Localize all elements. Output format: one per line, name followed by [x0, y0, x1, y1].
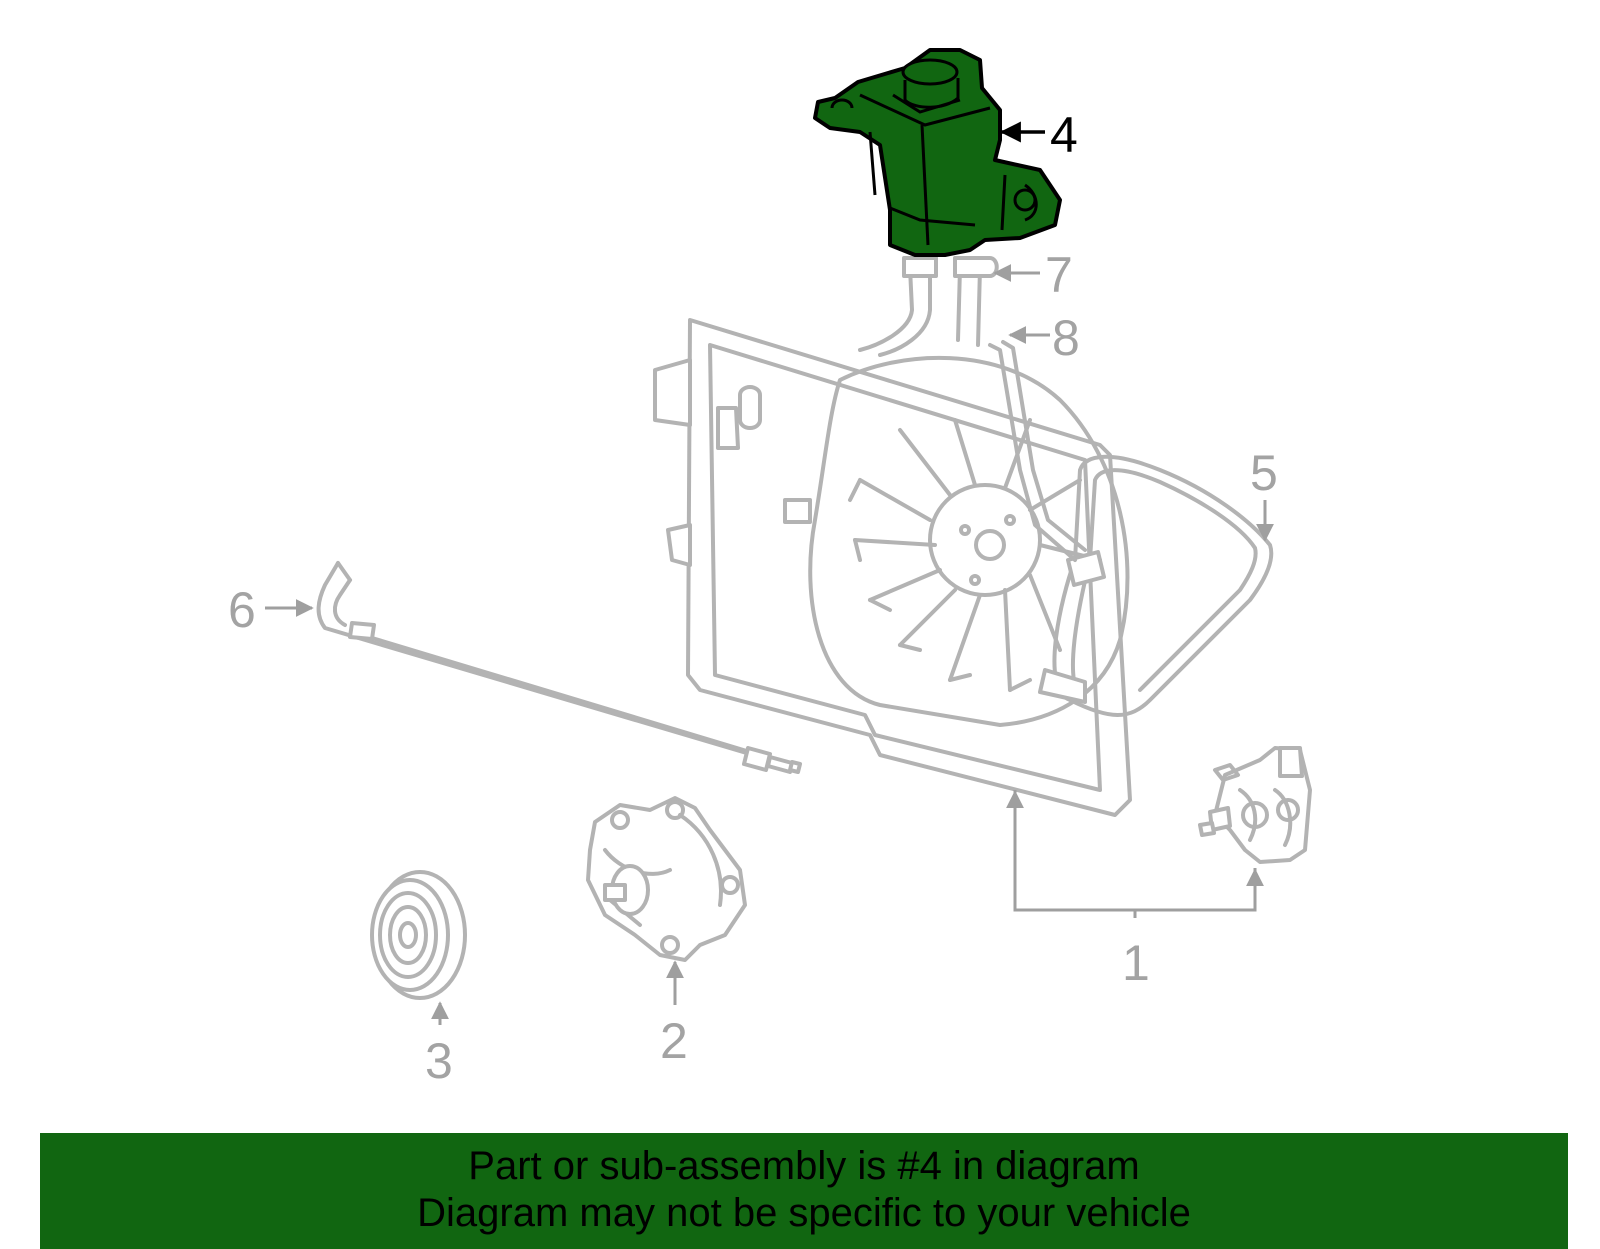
callout-1: 1	[1122, 935, 1150, 991]
callout-6: 6	[228, 582, 256, 638]
reservoir-part-4	[813, 48, 1062, 257]
callout-5: 5	[1250, 445, 1278, 501]
leader-lines	[265, 121, 1274, 1025]
callout-2: 2	[660, 1013, 688, 1069]
callout-7: 7	[1045, 247, 1073, 303]
pulley-part-3	[370, 870, 467, 1000]
callout-3: 3	[425, 1033, 453, 1089]
info-banner: Part or sub-assembly is #4 in diagram Di…	[40, 1133, 1568, 1249]
banner-line-1: Part or sub-assembly is #4 in diagram	[468, 1144, 1140, 1188]
banner-line-2: Diagram may not be specific to your vehi…	[417, 1191, 1191, 1235]
fan-shroud-assembly	[653, 318, 1274, 817]
callout-8: 8	[1052, 310, 1080, 366]
cable-part-6	[316, 561, 802, 774]
hose-7	[858, 256, 999, 357]
callout-4: 4	[1050, 107, 1078, 163]
pump-part-1-right	[1198, 746, 1312, 864]
pump-part-2	[586, 796, 747, 962]
